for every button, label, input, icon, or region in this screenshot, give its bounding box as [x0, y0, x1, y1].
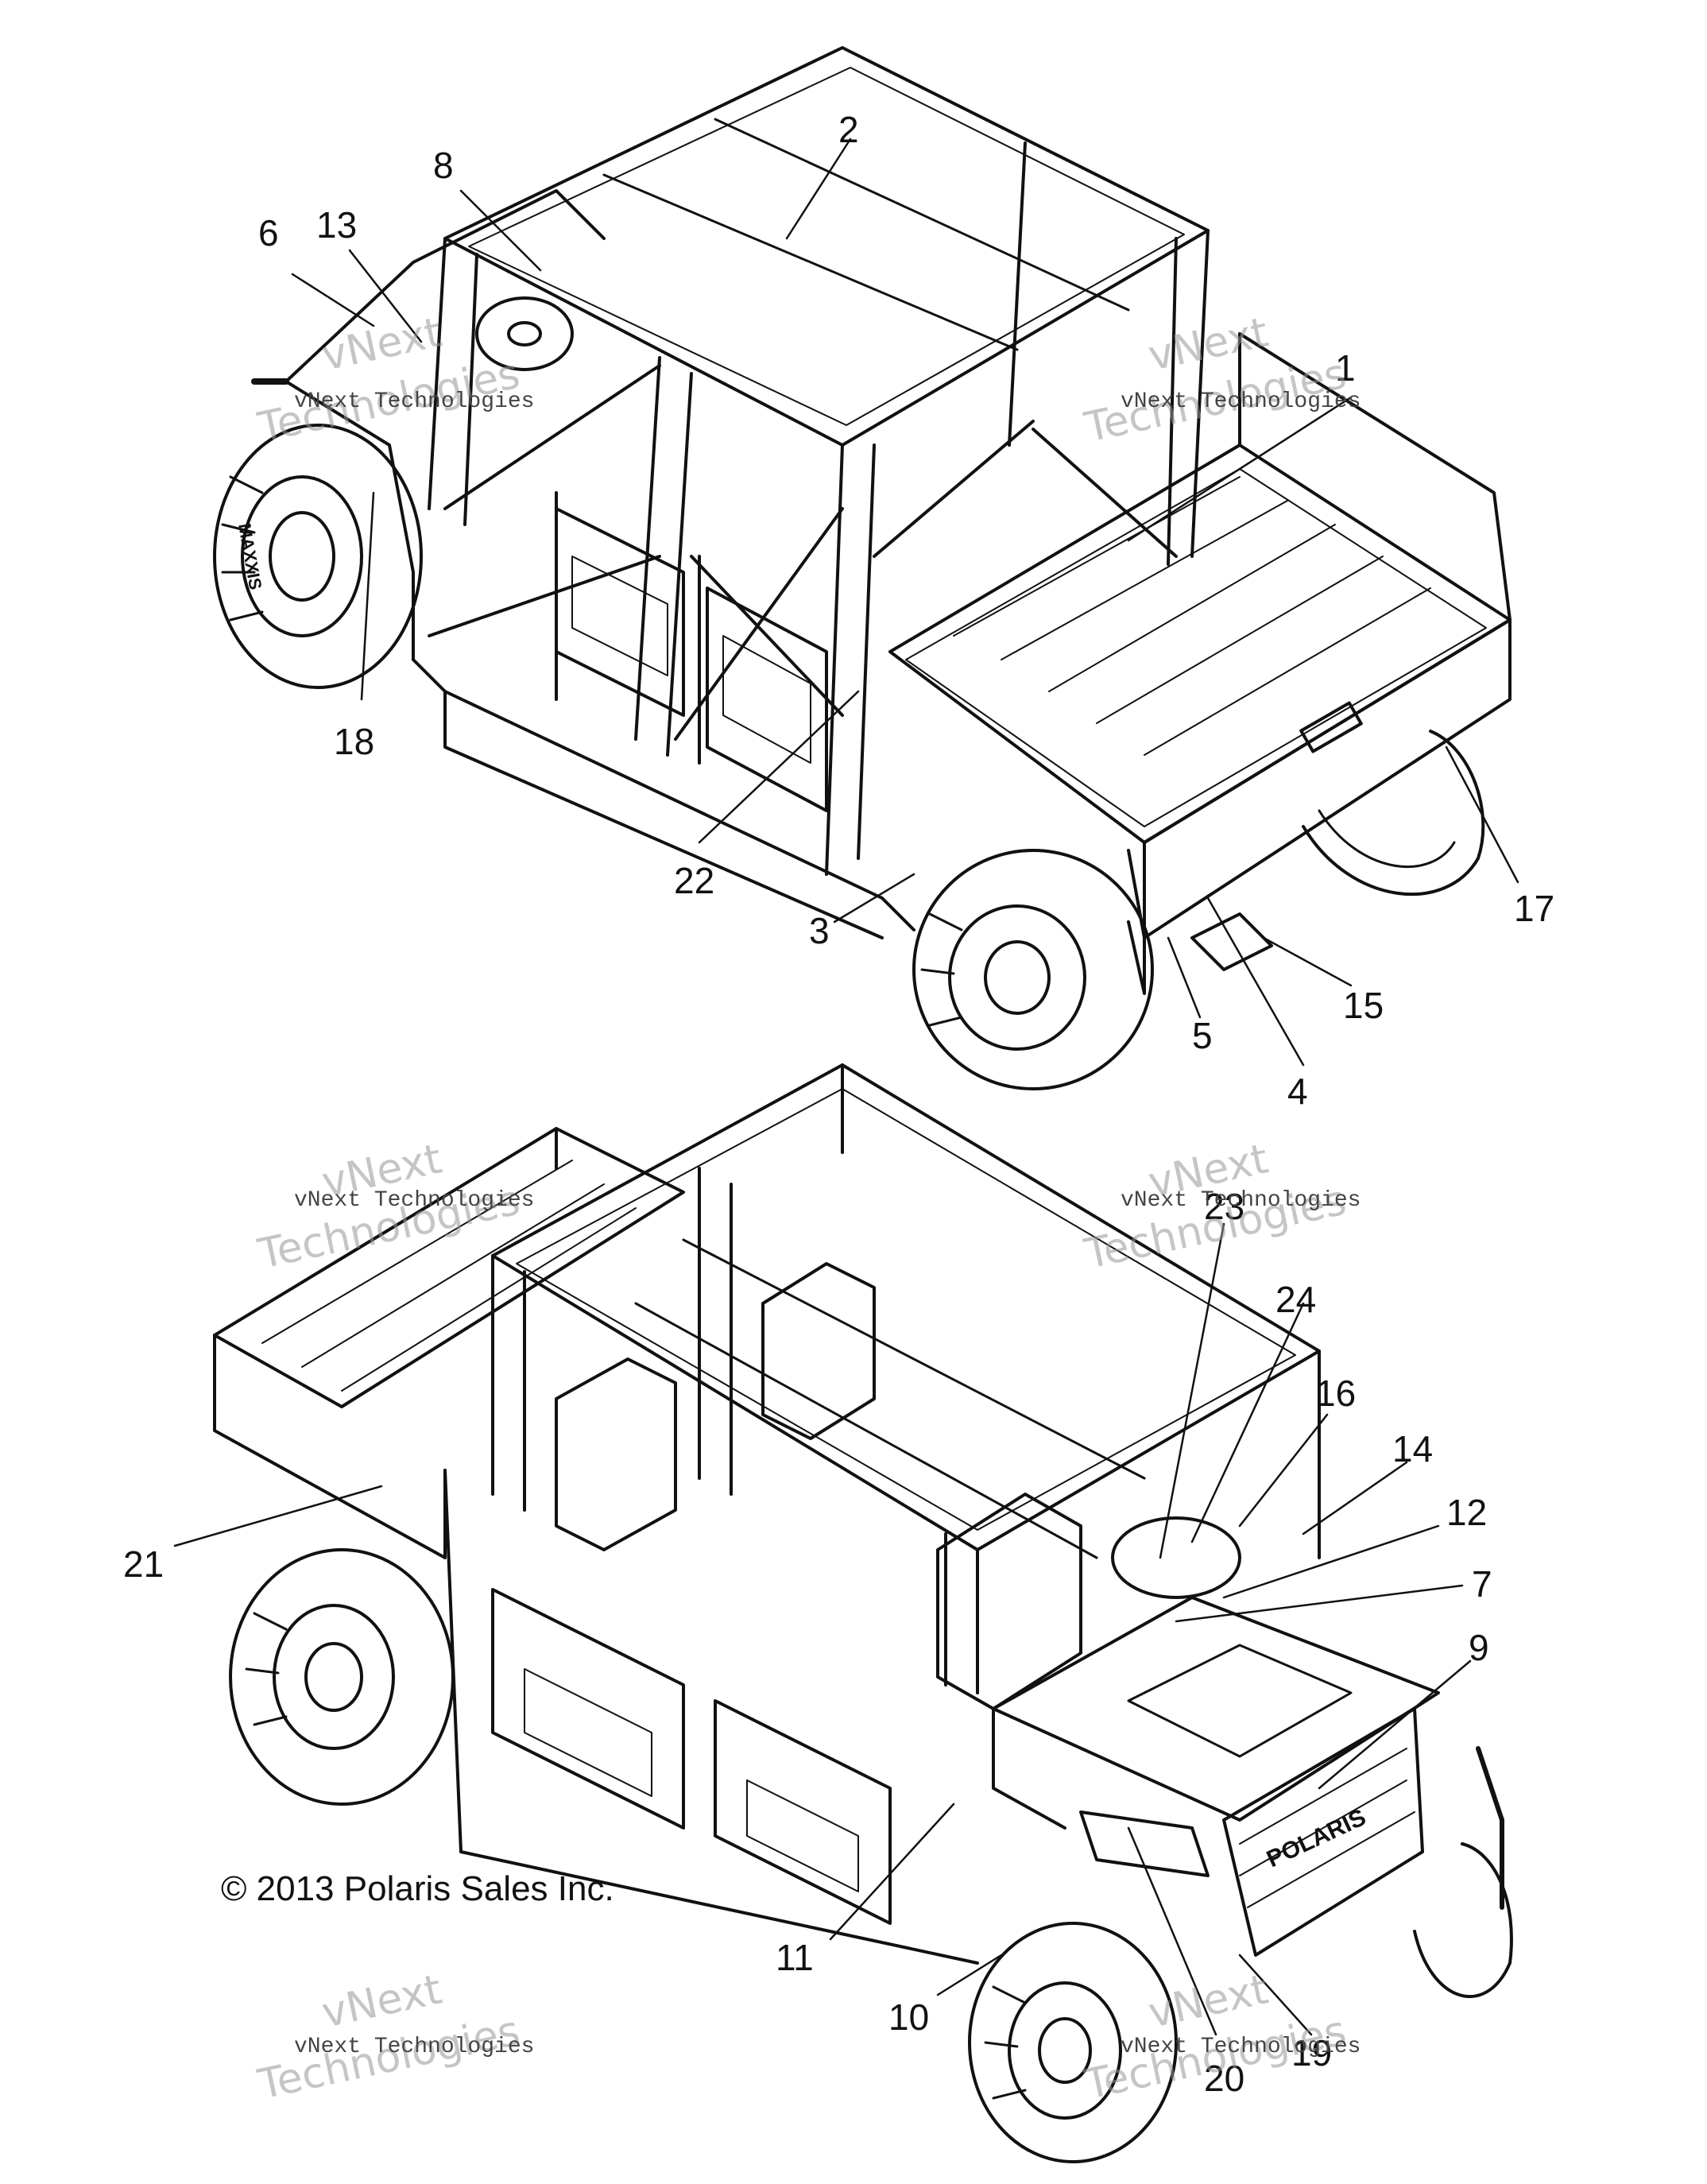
callout-23[interactable]: 23 [1204, 1186, 1245, 1227]
callout-10[interactable]: 10 [888, 1996, 930, 2038]
callout-15[interactable]: 15 [1343, 985, 1384, 1026]
callout-17[interactable]: 17 [1514, 888, 1555, 929]
callout-12[interactable]: 12 [1446, 1492, 1488, 1533]
top-front-tire [213, 424, 423, 689]
bottom-front-right-tire [1413, 1842, 1513, 1998]
callout-8[interactable]: 8 [433, 145, 454, 186]
callout-16[interactable]: 16 [1315, 1373, 1357, 1414]
callout-7[interactable]: 7 [1472, 1563, 1492, 1605]
callout-18[interactable]: 18 [334, 721, 375, 762]
bottom-front-tire [968, 1922, 1178, 2163]
watermark-caption: vNext Technologies [1121, 2035, 1361, 2059]
callout-4[interactable]: 4 [1287, 1071, 1308, 1112]
watermark-caption: vNext Technologies [294, 389, 535, 414]
callout-19[interactable]: 19 [1291, 2032, 1333, 2074]
callout-14[interactable]: 14 [1392, 1428, 1434, 1470]
callout-3[interactable]: 3 [809, 910, 830, 951]
top-rear-tire [912, 849, 1154, 1090]
callout-9[interactable]: 9 [1469, 1627, 1489, 1668]
tire-brand-text: MAXXIS [234, 522, 265, 591]
bottom-vehicle [213, 1063, 1513, 2163]
watermark-caption: vNext Technologies [1121, 1188, 1361, 1213]
bottom-rear-tire [229, 1548, 455, 1806]
watermark-caption: vNext Technologies [294, 2035, 535, 2059]
callout-21[interactable]: 21 [123, 1543, 165, 1585]
callout-5[interactable]: 5 [1192, 1015, 1213, 1056]
callout-20[interactable]: 20 [1204, 2058, 1245, 2099]
copyright-notice: © 2013 Polaris Sales Inc. [221, 1869, 614, 1908]
callout-22[interactable]: 22 [674, 860, 715, 901]
watermark-caption: vNext Technologies [1121, 389, 1361, 414]
callout-2[interactable]: 2 [838, 109, 859, 150]
top-vehicle [213, 46, 1512, 1090]
callout-1[interactable]: 1 [1335, 347, 1356, 389]
grille-brand-text: POLARIS [1263, 1804, 1370, 1872]
top-rear-right-tire [1302, 730, 1485, 896]
callout-24[interactable]: 24 [1275, 1279, 1317, 1320]
callout-6[interactable]: 6 [258, 212, 279, 254]
watermark-caption: vNext Technologies [294, 1188, 535, 1213]
callout-11[interactable]: 11 [776, 1937, 814, 1978]
callout-13[interactable]: 13 [316, 204, 358, 246]
leader-lines [173, 137, 1519, 2036]
